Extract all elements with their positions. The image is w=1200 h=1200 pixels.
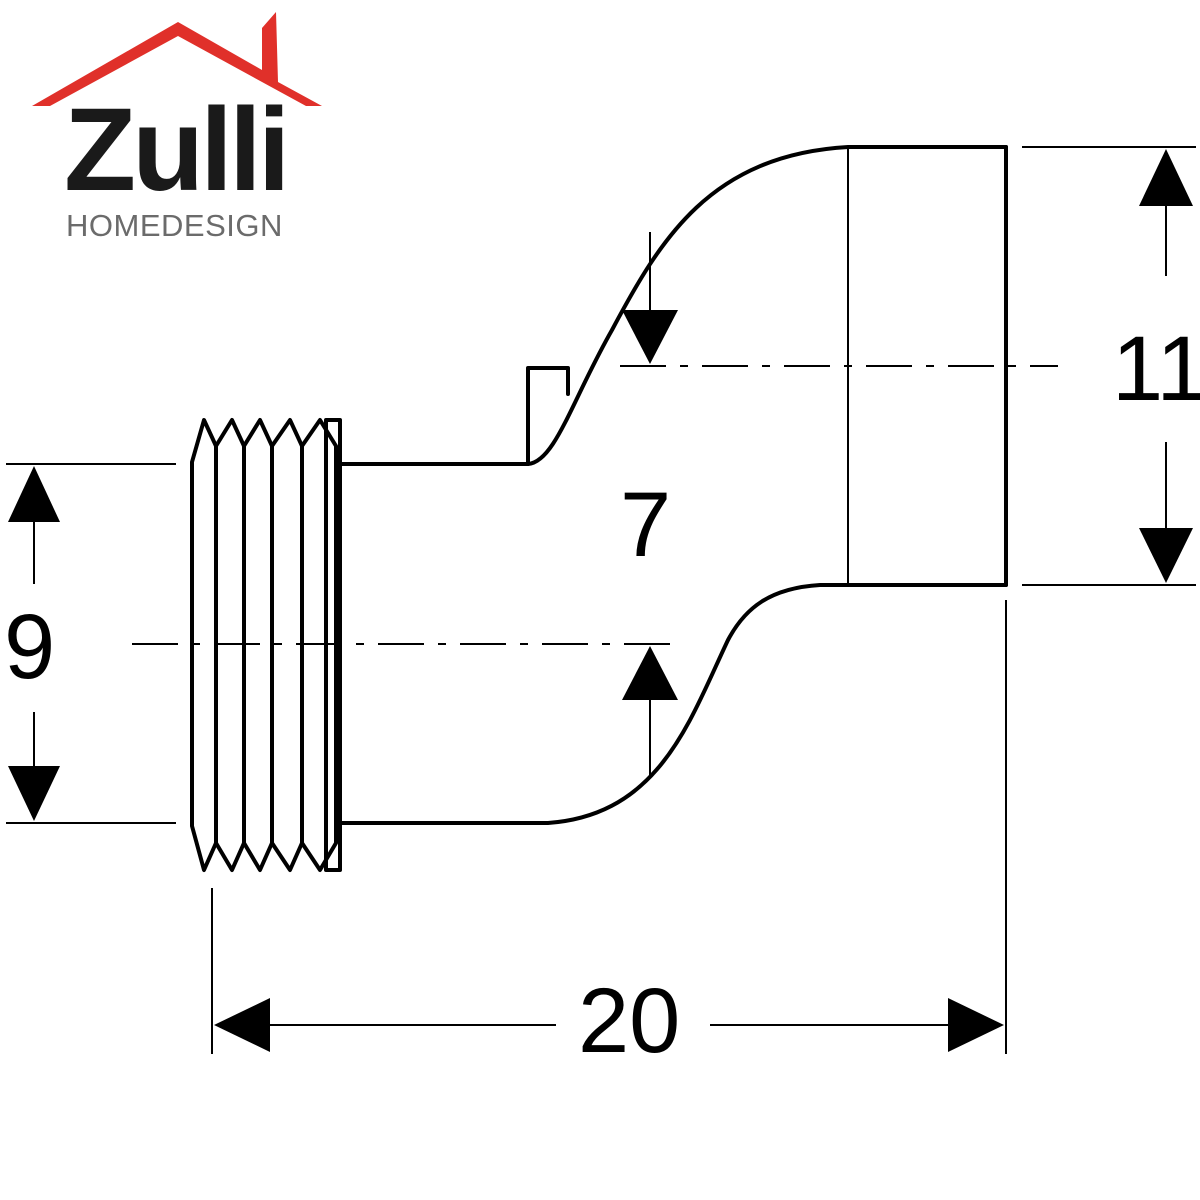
brand-subtitle: HOMEDESIGN: [66, 208, 283, 243]
arrow-down-icon: [1139, 528, 1193, 583]
brand-logo: Zulli HOMEDESIGN: [32, 12, 322, 243]
inlet-height-label: 9: [4, 596, 55, 698]
outlet-height-label: 11: [1112, 318, 1200, 420]
connector-outline: [338, 145, 1008, 825]
arrow-up-icon: [1139, 149, 1193, 206]
overall-length-label: 20: [578, 970, 680, 1072]
upper-contour: [338, 145, 1008, 466]
lower-contour: [338, 583, 1008, 825]
dimension-inlet-height: 9: [4, 463, 176, 824]
dimension-overall-length: 20: [211, 600, 1007, 1072]
dimension-outlet-height: 11: [1022, 146, 1200, 586]
arrow-up-icon: [8, 466, 60, 522]
offset-label: 7: [620, 474, 671, 576]
arrow-right-icon: [948, 998, 1004, 1052]
locating-tab: [526, 366, 570, 466]
brand-name: Zulli: [64, 84, 287, 216]
arrow-left-icon: [214, 998, 270, 1052]
seal-rib-2: [242, 418, 274, 872]
roof-icon: [32, 12, 322, 106]
arrow-down-icon: [622, 310, 678, 364]
arrow-down-icon: [8, 766, 60, 821]
arrow-up-icon: [622, 646, 678, 700]
dimension-offset: 7: [620, 232, 678, 778]
